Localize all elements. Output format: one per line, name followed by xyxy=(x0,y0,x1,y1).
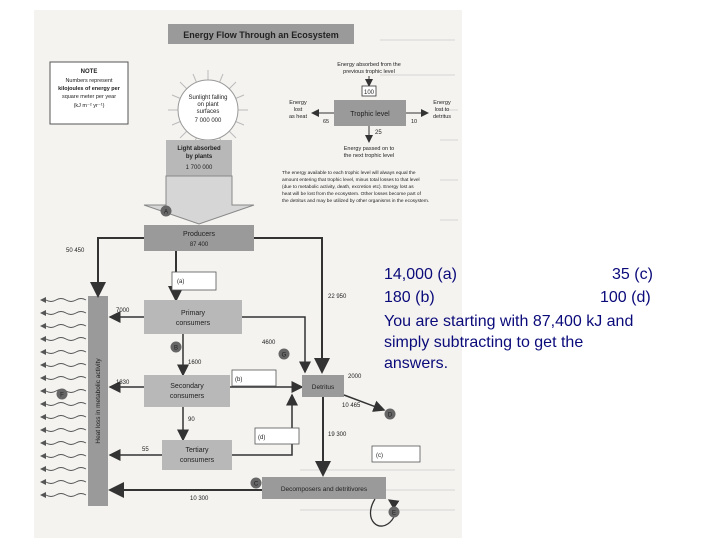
marker-d-label: D xyxy=(388,413,393,419)
answer-b: 180 (b) xyxy=(384,289,435,307)
blank-b-label: (b) xyxy=(235,377,242,383)
answer-explanation-1: You are starting with 87,400 kJ and xyxy=(384,311,704,332)
explanation-line-5: the detritus and may be utilized by othe… xyxy=(282,198,429,204)
answer-explanation-2: simply subtracting to get the xyxy=(384,332,704,353)
trophic-left-value: 65 xyxy=(323,119,329,125)
tertiary-label-2: consumers xyxy=(180,457,215,464)
secondary-consumers-box xyxy=(144,375,230,407)
value-2000: 2000 xyxy=(348,374,362,380)
explanation-line-1: The energy available to each trophic lev… xyxy=(282,170,416,176)
trophic-bottom-label-2: the next trophic level xyxy=(344,153,394,159)
answer-c: 35 (c) xyxy=(612,266,653,284)
marker-c-label: C xyxy=(254,482,259,488)
blank-a-label: (a) xyxy=(177,279,184,285)
light-absorbed-line-1: Light absorbed xyxy=(177,146,221,152)
note-line-3: square meter per year xyxy=(62,94,116,100)
trophic-right-label-2: lost to xyxy=(435,107,450,113)
secondary-label-1: Secondary xyxy=(170,383,204,390)
trophic-out-value: 25 xyxy=(375,130,382,136)
explanation-line-2: amount entering that trophic level, minu… xyxy=(282,177,420,183)
value-90: 90 xyxy=(188,417,195,423)
trophic-right-label-1: Energy xyxy=(433,100,451,106)
value-4600: 4600 xyxy=(262,340,276,346)
marker-e-label: E xyxy=(392,511,396,517)
value-1330: 1330 xyxy=(116,380,130,386)
value-10300: 10 300 xyxy=(190,496,209,502)
note-line-2: kilojoules of energy per xyxy=(58,86,121,92)
primary-consumers-box xyxy=(144,300,242,334)
answer-a: 14,000 (a) xyxy=(384,266,457,284)
value-10465: 10 465 xyxy=(342,403,361,409)
blank-d-label: (d) xyxy=(258,435,265,441)
marker-f-label: F xyxy=(60,393,64,399)
value-50450: 50 450 xyxy=(66,248,85,254)
trophic-left-label-3: as heat xyxy=(289,114,308,120)
secondary-label-2: consumers xyxy=(170,393,205,400)
decomposers-label: Decomposers and detritivores xyxy=(281,486,368,493)
answer-explanation-3: answers. xyxy=(384,353,704,374)
marker-a-label: A xyxy=(164,210,168,216)
primary-label-2: consumers xyxy=(176,320,211,327)
blank-c-label: (c) xyxy=(376,453,383,459)
value-19300: 19 300 xyxy=(328,432,347,438)
explanation-line-4: heat will be lost from the ecosystem. Ot… xyxy=(282,191,422,197)
producers-value: 87 400 xyxy=(190,242,209,248)
note-heading: NOTE xyxy=(81,69,98,75)
tertiary-label-1: Tertiary xyxy=(186,447,209,454)
trophic-right-label-3: detritus xyxy=(433,114,451,120)
sun-line-1: Sunlight falling xyxy=(188,95,227,101)
trophic-in-value: 100 xyxy=(364,90,375,96)
value-1600: 1600 xyxy=(188,360,202,366)
trophic-left-label-1: Energy xyxy=(289,100,307,106)
value-55: 55 xyxy=(142,447,149,453)
primary-label-1: Primary xyxy=(181,310,206,317)
light-absorbed-value: 1 700 000 xyxy=(186,165,213,171)
trophic-top-label-2: previous trophic level xyxy=(343,69,395,75)
note-line-4: (kJ m⁻² yr⁻¹) xyxy=(74,103,105,109)
sun-line-2: on plant xyxy=(197,102,219,108)
detritus-label: Detritus xyxy=(312,384,335,391)
trophic-top-label-1: Energy absorbed from the xyxy=(337,62,401,68)
trophic-right-value: 10 xyxy=(411,119,417,125)
value-7000: 7000 xyxy=(116,308,130,314)
sun-value: 7 000 000 xyxy=(195,118,222,124)
answer-d: 100 (d) xyxy=(600,289,651,307)
note-line-1: Numbers represent xyxy=(65,78,113,84)
diagram-title: Energy Flow Through an Ecosystem xyxy=(183,30,339,40)
explanation-line-3: (due to metabolic activity, death, excre… xyxy=(282,184,414,190)
light-absorbed-line-2: by plants xyxy=(186,154,213,160)
heat-loss-label: Heat loss in metabolic activity xyxy=(95,358,102,444)
trophic-left-label-2: lost xyxy=(294,107,303,113)
trophic-bottom-label-1: Energy passed on to xyxy=(344,146,394,152)
tertiary-consumers-box xyxy=(162,440,232,470)
marker-g-label: G xyxy=(282,353,287,359)
marker-b-label: B xyxy=(174,346,178,352)
producers-label: Producers xyxy=(183,231,215,238)
value-22950: 22 950 xyxy=(328,294,347,300)
sun-line-3: surfaces xyxy=(197,109,220,115)
trophic-level-label: Trophic level xyxy=(350,111,390,118)
